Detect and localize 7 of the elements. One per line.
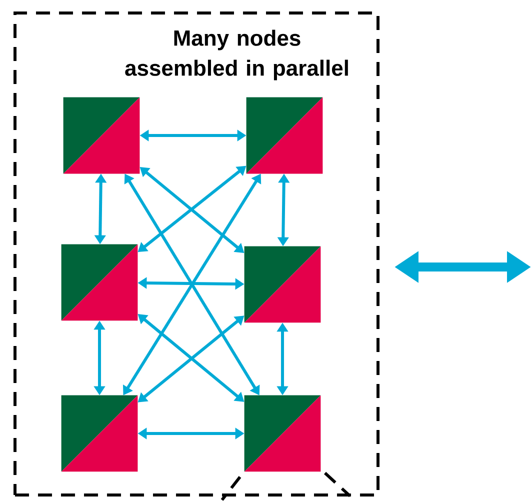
node-square bbox=[246, 97, 323, 174]
group-box: Many nodes assembled in parallel bbox=[14, 12, 380, 496]
node-square bbox=[61, 395, 138, 472]
node-square bbox=[63, 97, 140, 174]
node-square bbox=[244, 246, 321, 323]
node-square bbox=[61, 244, 138, 321]
node-square bbox=[244, 395, 321, 472]
